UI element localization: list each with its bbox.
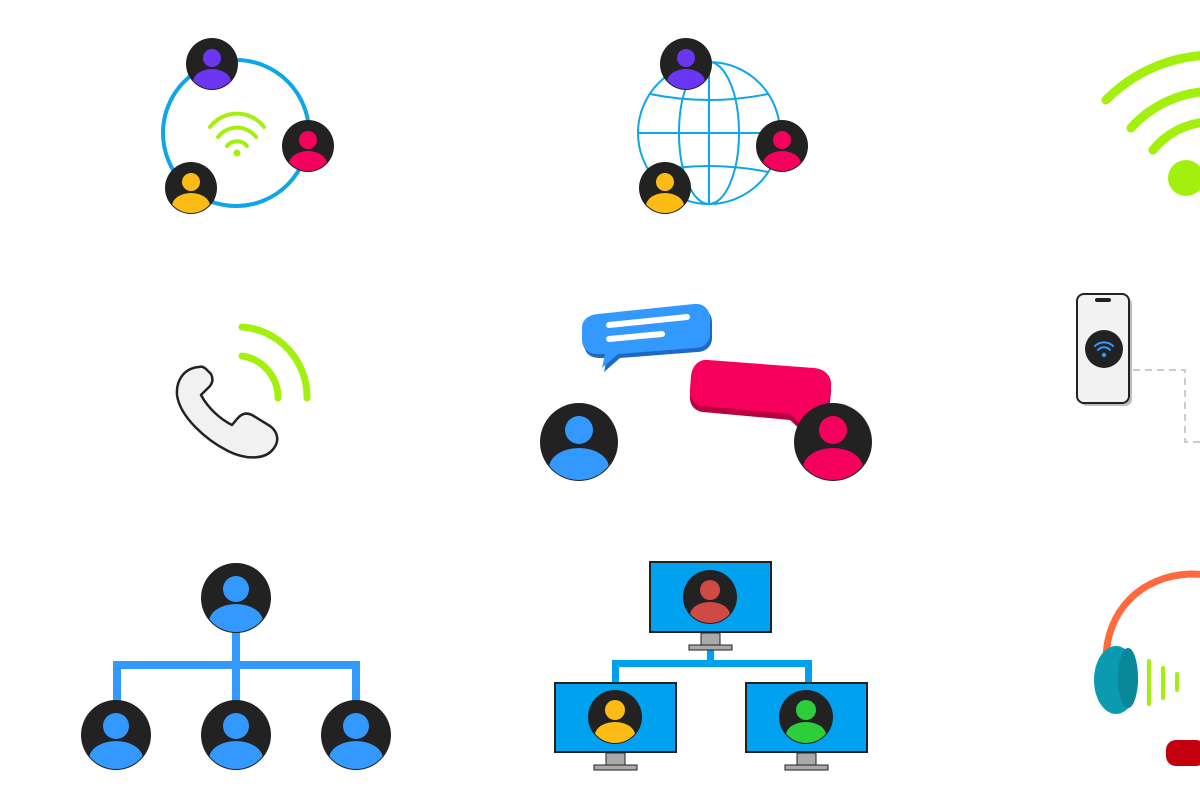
speech-bubble-icon bbox=[582, 303, 712, 372]
wifi-icon bbox=[208, 111, 266, 157]
org-chart-icon bbox=[81, 563, 391, 770]
user-avatar-icon bbox=[794, 403, 872, 481]
user-avatar-icon bbox=[660, 38, 712, 90]
user-avatar-icon bbox=[201, 563, 271, 633]
user-avatar-icon bbox=[81, 700, 151, 770]
user-avatar-icon bbox=[756, 120, 808, 172]
global-users-icon bbox=[637, 38, 808, 214]
user-avatar-icon bbox=[201, 700, 271, 770]
user-avatar-icon bbox=[540, 403, 618, 481]
user-avatar-icon bbox=[779, 690, 833, 744]
monitor-icon bbox=[649, 561, 772, 651]
user-avatar-icon bbox=[282, 120, 334, 172]
wifi-signal-icon bbox=[1101, 51, 1200, 196]
monitor-icon bbox=[745, 682, 868, 771]
headset-support-icon bbox=[1094, 570, 1200, 766]
network-users-wifi-icon bbox=[161, 38, 334, 214]
user-avatar-icon bbox=[186, 38, 238, 90]
phone-call-icon bbox=[175, 323, 311, 459]
chat-conversation-icon bbox=[540, 303, 872, 481]
user-avatar-icon bbox=[321, 700, 391, 770]
user-avatar-icon bbox=[683, 570, 737, 624]
smartphone-wifi-icon bbox=[1076, 293, 1200, 443]
user-avatar-icon bbox=[588, 690, 642, 744]
phone-handset-icon bbox=[175, 365, 279, 459]
user-avatar-icon bbox=[165, 162, 217, 214]
user-avatar-icon bbox=[639, 162, 691, 214]
computer-network-icon bbox=[554, 561, 868, 771]
speech-bubble-icon bbox=[689, 359, 832, 434]
monitor-icon bbox=[554, 682, 677, 771]
